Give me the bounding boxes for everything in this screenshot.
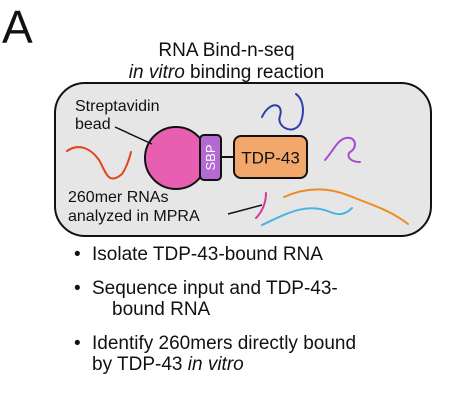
rnas-label-line-2: analyzed in MPRA xyxy=(68,208,200,225)
step-isolate-text: Isolate TDP-43-bound RNA xyxy=(92,244,323,265)
rna-strand-red xyxy=(66,146,132,180)
tdp43-label: TDP-43 xyxy=(241,149,300,168)
step-identify: Identify 260mers directly bound by TDP-4… xyxy=(72,333,356,375)
rna-strand-purple xyxy=(324,136,361,163)
rna-strand-cyan xyxy=(261,207,353,226)
rnas-pointer-line xyxy=(227,204,263,215)
step-sequence-line-1: Sequence input and TDP-43- xyxy=(92,278,338,299)
title-line-1: RNA Bind-n-seq xyxy=(158,40,295,61)
panel-label: A xyxy=(2,1,33,53)
sbp-label: SBP xyxy=(203,144,218,170)
method-steps-list: Isolate TDP-43-bound RNA Sequence input … xyxy=(72,244,356,388)
step-identify-line-2: by TDP-43 in vitro xyxy=(92,354,356,375)
rna-strand-navy xyxy=(261,93,304,131)
step-identify-italic: in vitro xyxy=(187,354,244,375)
title-line-2: in vitro binding reaction xyxy=(0,62,453,84)
rnas-label-line-1: 260mer RNAs xyxy=(68,189,168,206)
step-sequence: Sequence input and TDP-43- bound RNA xyxy=(72,278,356,320)
title-italic: in vitro xyxy=(128,62,185,83)
rna-strand-orange xyxy=(283,188,409,225)
bead-pointer-line xyxy=(114,126,153,145)
streptavidin-bead xyxy=(144,126,208,190)
rna-strand-magenta xyxy=(255,192,267,219)
bead-label-line-1: Streptavidin xyxy=(75,98,160,115)
step-identify-line-2-text: by TDP-43 xyxy=(92,354,188,375)
title-rest: binding reaction xyxy=(184,62,325,83)
step-isolate: Isolate TDP-43-bound RNA xyxy=(72,244,356,265)
step-sequence-line-2: bound RNA xyxy=(112,299,211,320)
bead-label-line-2: bead xyxy=(75,116,111,133)
step-identify-line-1: Identify 260mers directly bound xyxy=(92,333,357,354)
